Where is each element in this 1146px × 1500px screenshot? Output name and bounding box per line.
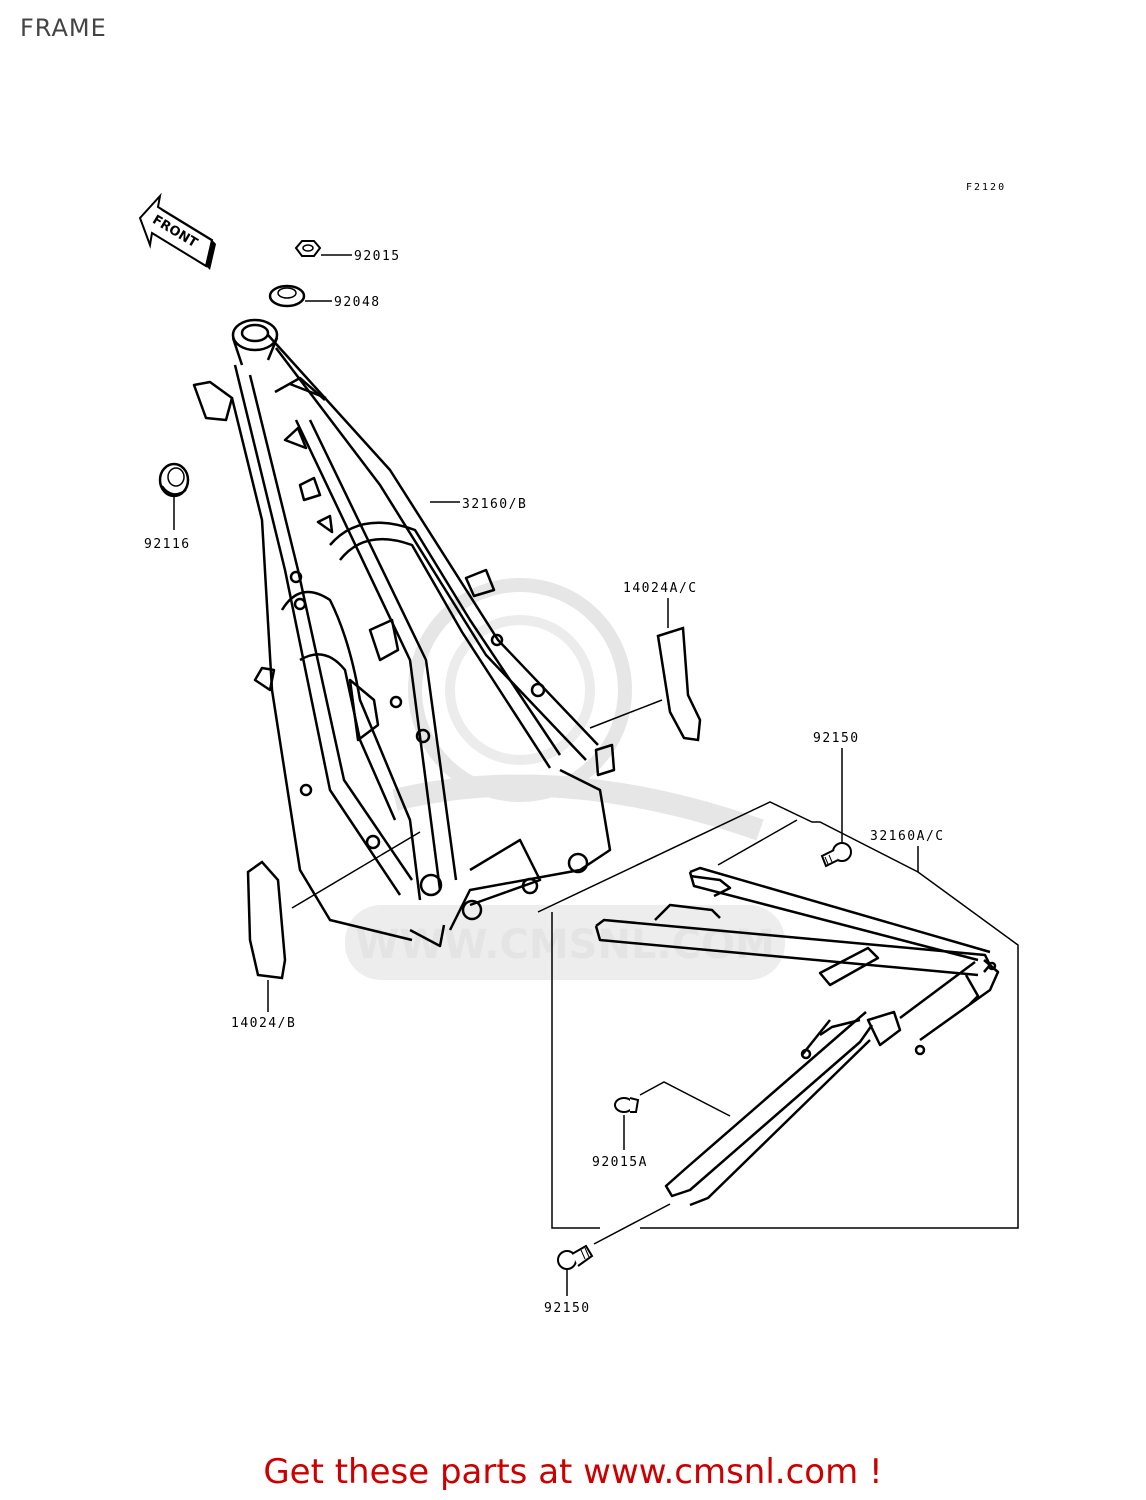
subframe-drawing bbox=[594, 866, 1000, 1207]
part-label-92048: 92048 bbox=[334, 295, 381, 310]
subframe-bracket-box bbox=[537, 801, 1019, 1229]
part-label-92150-lower: 92150 bbox=[544, 1301, 591, 1316]
footer-promo-link[interactable]: Get these parts at www.cmsnl.com ! bbox=[263, 1452, 883, 1492]
bolt-icon bbox=[820, 842, 852, 868]
bearing-seal-icon bbox=[268, 284, 306, 308]
figure-code: F2120 bbox=[966, 182, 1006, 193]
part-label-92015: 92015 bbox=[354, 249, 401, 264]
main-frame-drawing bbox=[192, 318, 616, 948]
part-label-32160a-c: 32160A/C bbox=[870, 829, 945, 844]
part-label-92015a: 92015A bbox=[592, 1155, 648, 1170]
cmsnl-watermark: WWW.CMSNL.COM bbox=[345, 578, 785, 980]
part-label-14024-b: 14024/B bbox=[231, 1016, 296, 1031]
page-title: FRAME bbox=[20, 14, 107, 42]
nut-icon bbox=[294, 240, 322, 257]
frame-parts-diagram: WWW.CMSNL.COM FRONT F2120 bbox=[138, 182, 1019, 1316]
part-label-14024a-c: 14024A/C bbox=[623, 581, 698, 596]
frame-guard-right bbox=[656, 626, 702, 742]
bolt-icon-lower bbox=[557, 1244, 594, 1270]
frame-guard-left bbox=[246, 860, 287, 980]
part-label-92116: 92116 bbox=[144, 537, 191, 552]
front-arrow-icon: FRONT bbox=[138, 192, 216, 270]
flange-nut-icon bbox=[614, 1097, 640, 1113]
bearing-icon bbox=[158, 462, 190, 498]
part-label-32160-b: 32160/B bbox=[462, 497, 527, 512]
part-label-92150-upper: 92150 bbox=[813, 731, 860, 746]
